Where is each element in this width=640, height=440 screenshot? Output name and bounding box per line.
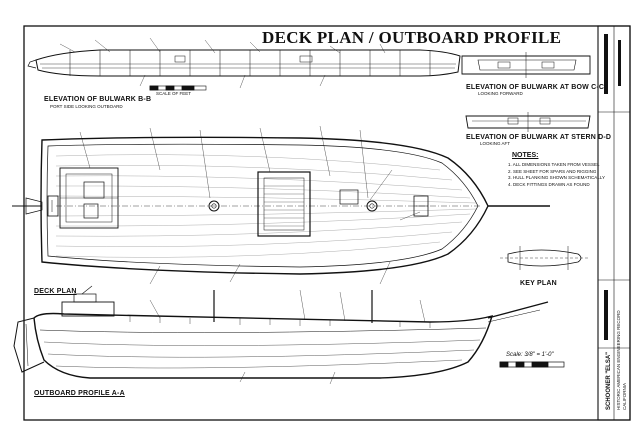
- key-plan-label: KEY PLAN: [520, 280, 557, 287]
- mainmast: [208, 200, 220, 212]
- scale-bar: [499, 361, 565, 368]
- elevation-bulwark-bb: [27, 49, 461, 77]
- profile-deckhouse: [61, 285, 115, 317]
- scale-label: Scale: 3/8" = 1'-0": [506, 352, 554, 358]
- note-item: 2. SEE SHEET FOR SPARS AND RIGGING: [508, 168, 597, 174]
- bowsprit: [487, 301, 549, 323]
- note-item: 4. DECK FITTINGS DRAWN AS FOUND: [508, 181, 590, 187]
- notes-list: 1. ALL DIMENSIONS TAKEN FROM VESSEL 2. S…: [508, 162, 613, 188]
- elevation-bulwark-dd: [465, 112, 591, 132]
- elevation-bb-label: ELEVATION OF BULWARK B-B: [44, 96, 152, 103]
- leader-lines-deck: [79, 125, 421, 285]
- fore-hatch: [339, 189, 359, 205]
- title-block-vessel: SCHOONER "ELSA": [606, 351, 612, 410]
- deck-plan-hull: [12, 136, 550, 275]
- sheet-marks: [604, 34, 621, 340]
- deck-house-aft: [59, 167, 119, 229]
- note-item: 3. HULL PLANKING SHOWN SCHEMATICALLY: [508, 175, 605, 181]
- leader-lines-profile: [149, 289, 426, 385]
- foremast: [366, 200, 378, 212]
- key-plan-diagram: [500, 246, 590, 270]
- title-block-rules: [598, 26, 630, 420]
- leader-lines-top: [59, 37, 386, 89]
- outboard-profile-hull: [33, 312, 494, 379]
- windlass: [413, 195, 429, 217]
- scale-bar-top: [149, 85, 207, 91]
- outboard-profile-label: OUTBOARD PROFILE A-A: [34, 390, 125, 397]
- elevation-cc-sublabel: LOOKING FORWARD: [478, 91, 523, 96]
- steering-gear: [47, 195, 59, 217]
- elevation-cc-label: ELEVATION OF BULWARK AT BOW C-C: [466, 84, 605, 91]
- note-item: 1. ALL DIMENSIONS TAKEN FROM VESSEL: [508, 162, 600, 167]
- title-block-agency: HISTORIC AMERICAN ENGINEERING RECORD: [616, 310, 621, 410]
- elevation-dd-sublabel: LOOKING AFT: [480, 141, 511, 146]
- deck-planking: [55, 154, 477, 258]
- sheet-title: DECK PLAN / OUTBOARD PROFILE: [262, 28, 562, 47]
- elevation-bulwark-cc: [461, 52, 591, 78]
- profile-bulwark-stanchions: [129, 316, 431, 328]
- profile-masts: [213, 290, 373, 323]
- elevation-bb-sublabel: PORT SIDE LOOKING OUTBOARD: [50, 104, 123, 109]
- elevation-dd-label: ELEVATION OF BULWARK AT STERN D-D: [466, 134, 612, 141]
- title-block-state: CALIFORNIA: [622, 382, 627, 410]
- main-hatch: [257, 171, 311, 237]
- rudder: [13, 317, 45, 373]
- deck-plan-label: DECK PLAN: [34, 288, 77, 295]
- notes-heading: NOTES:: [512, 152, 539, 159]
- scale-of-feet-label: SCALE OF FEET: [156, 91, 192, 96]
